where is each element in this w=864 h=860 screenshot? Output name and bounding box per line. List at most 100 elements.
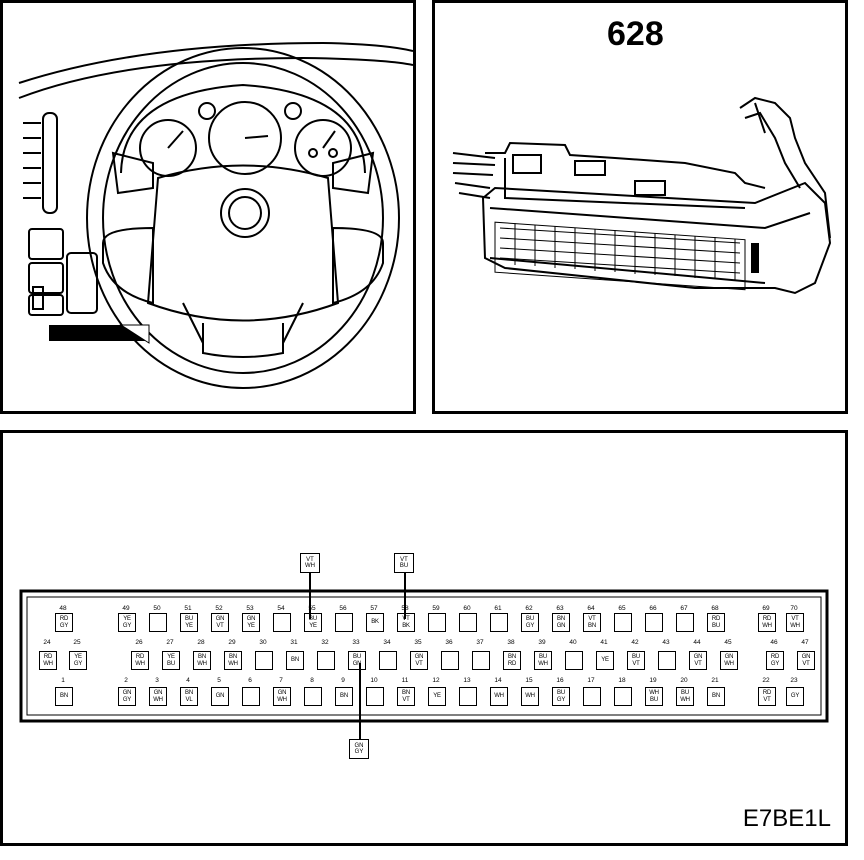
pin-cell: BU YE: [180, 613, 198, 632]
pin-cell: RD WH: [758, 613, 776, 632]
pin-number: 22: [762, 677, 770, 684]
pin-cell: [490, 613, 508, 632]
pin-number: 60: [463, 605, 471, 612]
pin-cell: GN VT: [211, 613, 229, 632]
pin-number: 15: [525, 677, 533, 684]
pin-number: 14: [494, 677, 502, 684]
pin-number: 23: [790, 677, 798, 684]
pin-cell: [658, 651, 676, 670]
pin-cell: [149, 613, 167, 632]
pin-number: 12: [432, 677, 440, 684]
pin-cell: BU GY: [521, 613, 539, 632]
steering-wheel-illustration: [18, 41, 413, 389]
pin-cell: [676, 613, 694, 632]
pin-number: 34: [383, 639, 391, 646]
pin-number: 2: [124, 677, 128, 684]
pin-number: 25: [73, 639, 81, 646]
pin-cell: BN VT: [397, 687, 415, 706]
pin-number: 65: [618, 605, 626, 612]
pin-number: 5: [217, 677, 221, 684]
pin-cell: RD BU: [707, 613, 725, 632]
pin-cell: [614, 613, 632, 632]
pin-number: 9: [341, 677, 345, 684]
pin-number: 39: [538, 639, 546, 646]
pin-number: 52: [215, 605, 223, 612]
pin-cell: WH BU: [645, 687, 663, 706]
pin-number: 55: [308, 605, 316, 612]
pin-cell: [304, 687, 322, 706]
pin-cell: BU VT: [627, 651, 645, 670]
pin-cell: GN GY: [118, 687, 136, 706]
pin-cell: BN GN: [552, 613, 570, 632]
pin-cell: GN VT: [410, 651, 428, 670]
pin-cell: [335, 613, 353, 632]
pin-cell: VT BK: [397, 613, 415, 632]
pin-cell: GN YE: [242, 613, 260, 632]
pin-cell: BN: [707, 687, 725, 706]
pin-cell: YE BU: [162, 651, 180, 670]
pin-number: 41: [600, 639, 608, 646]
pin-cell: BU GN: [348, 651, 366, 670]
connector-body-outline: [19, 589, 829, 723]
pin-number: 33: [352, 639, 360, 646]
pin-number: 38: [507, 639, 515, 646]
pin-cell: BN: [286, 651, 304, 670]
pin-cell: GN: [211, 687, 229, 706]
pin-number: 54: [277, 605, 285, 612]
wire-callout-3: GN GY: [349, 739, 369, 759]
callout-leader-1: [309, 571, 311, 619]
pin-number: 13: [463, 677, 471, 684]
pin-number: 31: [290, 639, 298, 646]
pin-number: 28: [197, 639, 205, 646]
pin-number: 1: [61, 677, 65, 684]
pin-number: 4: [186, 677, 190, 684]
pin-number: 27: [166, 639, 174, 646]
pin-cell: [366, 687, 384, 706]
pin-number: 70: [790, 605, 798, 612]
pin-number: 61: [494, 605, 502, 612]
pin-number: 51: [184, 605, 192, 612]
pin-number: 32: [321, 639, 329, 646]
pin-cell: WH: [521, 687, 539, 706]
pin-number: 3: [155, 677, 159, 684]
pin-cell: RD WH: [39, 651, 57, 670]
pin-number: 8: [310, 677, 314, 684]
pin-cell: GN WH: [273, 687, 291, 706]
pin-number: 37: [476, 639, 484, 646]
callout-leader-3: [359, 663, 361, 741]
pin-number: 57: [370, 605, 378, 612]
pin-cell: [379, 651, 397, 670]
pin-number: 17: [587, 677, 595, 684]
pin-number: 63: [556, 605, 564, 612]
pin-cell: [317, 651, 335, 670]
pin-cell: BN RD: [503, 651, 521, 670]
pin-cell: RD GY: [766, 651, 784, 670]
pin-number: 49: [122, 605, 130, 612]
pin-number: 68: [711, 605, 719, 612]
pin-number: 40: [569, 639, 577, 646]
pin-number: 19: [649, 677, 657, 684]
pin-cell: BN WH: [224, 651, 242, 670]
module-view-panel: 628: [432, 0, 848, 414]
pin-number: 24: [43, 639, 51, 646]
pin-number: 56: [339, 605, 347, 612]
pin-cell: [472, 651, 490, 670]
pin-cell: [565, 651, 583, 670]
module-number-label: 628: [607, 15, 664, 53]
pin-cell: BU YE: [304, 613, 322, 632]
pin-cell: GN WH: [149, 687, 167, 706]
control-module-illustration: [452, 96, 832, 295]
pin-cell: WH: [490, 687, 508, 706]
pin-cell: YE GY: [118, 613, 136, 632]
pin-number: 21: [711, 677, 719, 684]
pin-number: 10: [370, 677, 378, 684]
pin-cell: BU GY: [552, 687, 570, 706]
pin-number: 67: [680, 605, 688, 612]
pin-cell: YE GY: [69, 651, 87, 670]
pin-cell: BU WH: [534, 651, 552, 670]
pin-cell: GN VT: [797, 651, 815, 670]
pin-number: 64: [587, 605, 595, 612]
pin-number: 16: [556, 677, 564, 684]
pin-cell: [459, 687, 477, 706]
